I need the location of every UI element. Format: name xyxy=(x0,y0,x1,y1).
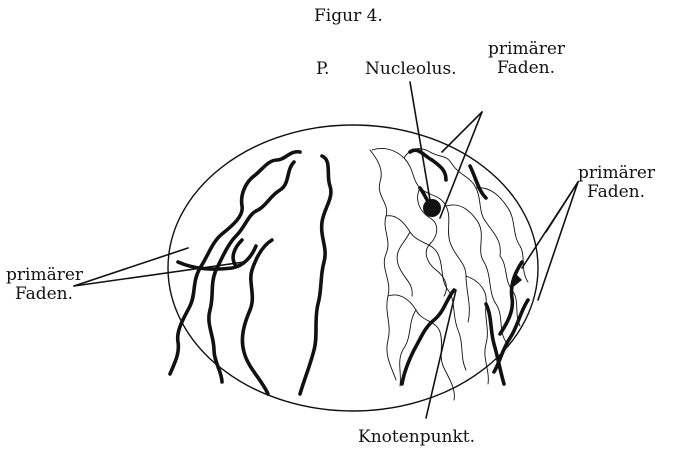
primary-thread xyxy=(300,156,331,394)
label-primary-thread-top: primärer Faden. xyxy=(488,40,564,78)
network xyxy=(388,295,454,400)
label-primary-thread-left: primärer Faden. xyxy=(6,266,82,304)
pointer-line xyxy=(538,182,578,300)
label-line: primärer xyxy=(488,40,564,59)
label-primary-thread-right: primärer Faden. xyxy=(578,164,654,202)
pointer-line xyxy=(440,112,482,218)
network xyxy=(397,232,412,296)
nucleolus-body xyxy=(423,199,441,217)
label-p: P. xyxy=(316,60,329,79)
label-line: Faden. xyxy=(488,59,564,78)
label-nucleolus: Nucleolus. xyxy=(365,60,457,79)
label-line: primärer xyxy=(6,266,82,285)
label-line: Faden. xyxy=(6,285,82,304)
label-line: Faden. xyxy=(578,183,654,202)
label-nodal-point: Knotenpunkt. xyxy=(358,428,475,447)
network xyxy=(370,150,396,380)
network xyxy=(446,205,506,342)
pointer-line xyxy=(442,112,482,152)
pointer-line xyxy=(522,182,578,268)
primary-thread xyxy=(410,150,446,180)
pointer-line xyxy=(74,248,188,286)
figure-title: Figur 4. xyxy=(314,7,383,26)
primary-thread xyxy=(402,290,454,384)
label-line: primärer xyxy=(578,164,654,183)
pointer-line xyxy=(410,82,430,200)
pointer-line xyxy=(74,262,244,286)
primary-thread xyxy=(242,240,272,394)
